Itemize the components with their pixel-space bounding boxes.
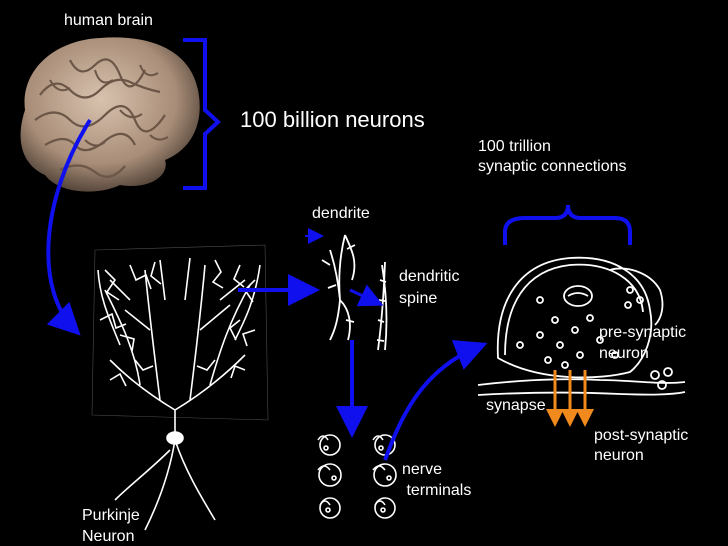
dendritic-spine-line2: spine [399,290,438,307]
post-synaptic-line2: neuron [594,447,644,464]
human-brain-label: human brain [64,12,153,29]
brain-to-purkinje-arrow [46,118,92,336]
pre-synaptic-line1: pre-synaptic [599,324,687,341]
nerve-terminals-drawing [317,434,397,519]
post-synaptic-line1: post-synaptic [594,427,689,444]
neuron-brace [183,38,221,190]
brain-image [20,37,200,192]
synapse-label: synapse [486,397,546,414]
pre-synaptic-line2: neuron [599,345,649,362]
dendrite-to-spine-arrow [349,284,384,307]
neurotransmitter-arrows [546,370,594,427]
synaptic-brace [503,204,632,245]
synapse-drawing [477,256,686,396]
neuron-count-label: 100 billion neurons [240,107,425,132]
nerve-terminals-line2: terminals [402,482,472,499]
terminals-to-synapse-arrow [383,340,488,461]
nerve-terminals-line1: nerve [402,461,443,478]
purkinje-neuron-drawing [91,244,269,531]
purkinje-line1: Purkinje [82,507,140,524]
synaptic-count-line1: 100 trillion [478,138,551,155]
purkinje-line2: Neuron [82,528,135,545]
dendrite-label: dendrite [312,205,370,222]
synaptic-count-line2: synaptic connections [478,158,627,175]
dendritic-spine-line1: dendritic [399,268,460,285]
